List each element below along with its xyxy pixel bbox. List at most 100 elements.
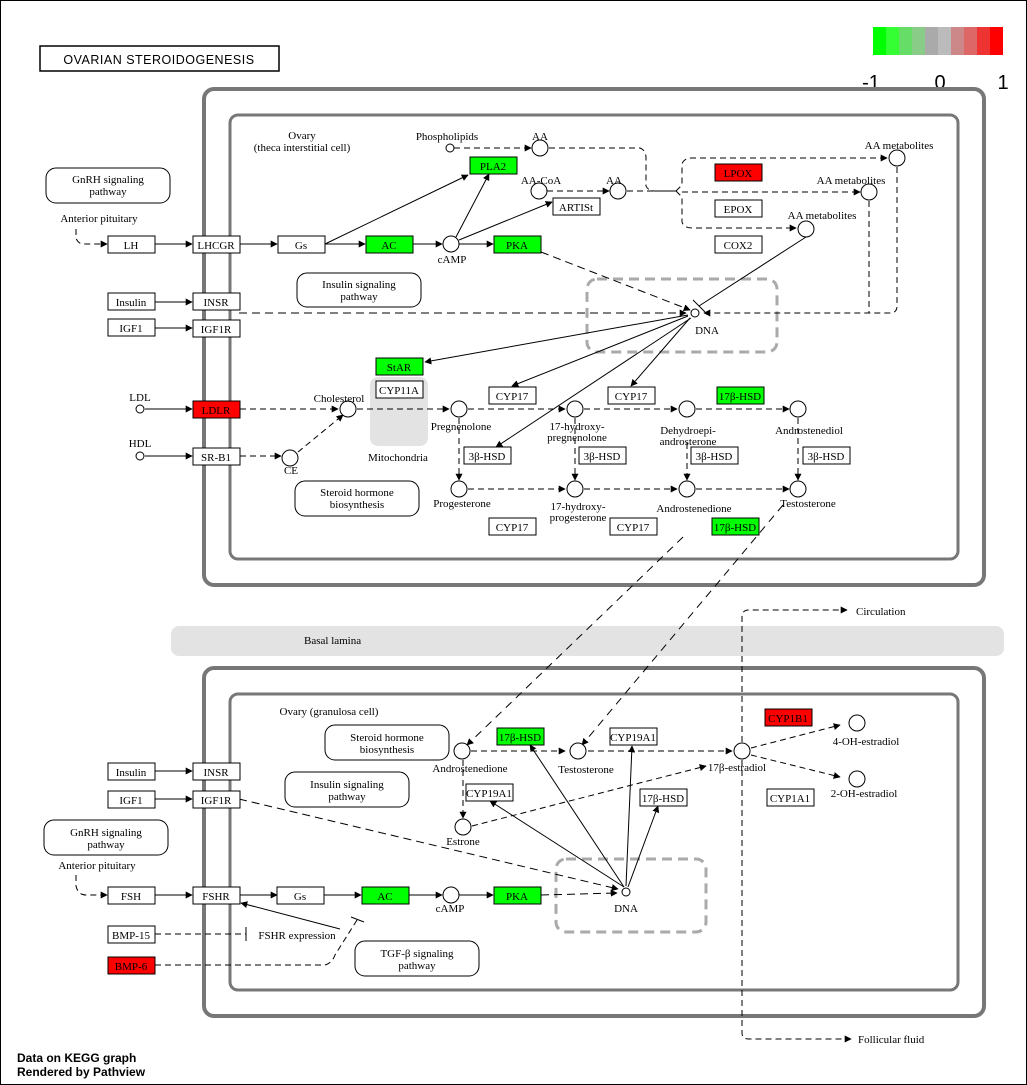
compound-node-dhea[interactable] [678, 400, 696, 418]
g-gene-box-cyp1b1[interactable] [764, 708, 813, 727]
gene-box-lpox[interactable] [714, 163, 763, 182]
g-compound-node-estradiol[interactable] [733, 742, 751, 760]
compound-node-ldl[interactable] [135, 404, 145, 414]
label-17hpreg-1: 17-hydroxy- [550, 421, 605, 433]
g-compound-node-testosterone[interactable] [569, 742, 587, 760]
compound-node-testosterone[interactable] [789, 480, 807, 498]
pathway-box-gnrh-theca[interactable] [45, 167, 171, 204]
legend-tick-mid: 0 [934, 72, 945, 94]
compound-node-camp[interactable] [442, 235, 460, 253]
g-gene-17bhsd-a: 17β-HSD [499, 732, 541, 744]
g-gene-box-fshr[interactable] [192, 886, 241, 905]
gene-box-cyp17-d[interactable] [609, 517, 658, 536]
g-gene-box-cyp19a1-b[interactable] [465, 783, 514, 802]
gene-box-cyp11a[interactable] [375, 380, 424, 399]
gene-box-igf1[interactable] [107, 318, 156, 337]
dna-node-granulosa[interactable] [621, 887, 631, 897]
gene-box-cyp17-b[interactable] [607, 386, 656, 405]
granulosa-cell-inner [228, 692, 960, 992]
gene-box-pla2[interactable] [469, 156, 518, 175]
g-gene-box-igf1r[interactable] [192, 790, 241, 809]
g-gene-box-gs[interactable] [276, 886, 325, 905]
compound-node-17hpreg[interactable] [566, 400, 584, 418]
gene-box-17bhsd-a[interactable] [716, 386, 765, 405]
gene-box-pka[interactable] [493, 235, 542, 254]
g-compound-node-androstenedione[interactable] [453, 742, 471, 760]
gene-box-3bhsd-c[interactable] [690, 446, 739, 465]
pathway-box-insulin-theca[interactable] [296, 272, 422, 308]
gene-box-star[interactable] [375, 357, 424, 376]
pathway-label-gnrh-granulosa-1: GnRH signaling [70, 827, 142, 839]
dna-node-theca[interactable] [690, 308, 700, 318]
compound-node-aa-met-3[interactable] [797, 220, 815, 238]
g-label-estradiol: 17β-estradiol [708, 762, 766, 774]
compound-node-ce[interactable] [281, 449, 299, 467]
g-compound-node-4oh[interactable] [848, 714, 866, 732]
pathway-box-insulin-granulosa[interactable] [284, 771, 410, 808]
gene-box-srb1[interactable] [192, 447, 241, 466]
gene-box-ac[interactable] [365, 235, 414, 254]
compound-node-pregnenolone[interactable] [450, 400, 468, 418]
g-gene-igf1: IGF1 [119, 795, 142, 807]
compound-node-aa-1[interactable] [531, 139, 549, 157]
gene-box-gs[interactable] [277, 235, 326, 254]
g-compound-node-2oh[interactable] [848, 770, 866, 788]
g-compound-node-camp[interactable] [442, 886, 460, 904]
g-gene-box-17bhsd-a[interactable] [496, 727, 545, 746]
gene-box-epox[interactable] [714, 199, 763, 218]
gene-box-lh[interactable] [107, 235, 156, 254]
g-gene-box-17bhsd-b[interactable] [639, 788, 688, 807]
gene-box-cox2[interactable] [714, 235, 763, 254]
gene-box-3bhsd-b[interactable] [578, 446, 627, 465]
g-gene-box-insr[interactable] [192, 762, 241, 781]
pathway-box-steroid-theca[interactable] [294, 480, 420, 517]
pathway-box-steroid-granulosa[interactable] [324, 724, 450, 761]
g-gene-box-bmp15[interactable] [107, 925, 156, 944]
compound-node-aa-met-1[interactable] [888, 149, 906, 167]
compound-node-aa-coa[interactable] [530, 182, 548, 200]
gene-box-insr[interactable] [192, 292, 241, 311]
gene-box-17bhsd-b[interactable] [711, 517, 760, 536]
compound-node-phospholipids[interactable] [445, 143, 455, 153]
compound-node-androstenediol[interactable] [789, 400, 807, 418]
gene-box-cyp17-a[interactable] [488, 386, 537, 405]
gene-box-insulin[interactable] [107, 292, 156, 311]
label-follicular-fluid: Follicular fluid [858, 1034, 925, 1046]
compound-node-17hprog[interactable] [566, 480, 584, 498]
g-label-fshr-expression: FSHR expression [258, 930, 336, 942]
pathway-label-steroid-granulosa-2: biosynthesis [360, 744, 414, 756]
gene-box-3bhsd-a[interactable] [463, 446, 512, 465]
pathway-box-gnrh-granulosa[interactable] [43, 819, 169, 856]
pathway-label-gnrh-granulosa-2: pathway [87, 839, 125, 851]
gene-3bhsd-d: 3β-HSD [808, 451, 845, 463]
compound-node-androstenedione[interactable] [678, 480, 696, 498]
legend-swatch [873, 27, 886, 55]
gene-box-3bhsd-d[interactable] [802, 446, 851, 465]
g-compound-node-estrone[interactable] [454, 818, 472, 836]
g-gene-box-bmp6[interactable] [107, 956, 156, 975]
gene-17bhsd-a: 17β-HSD [719, 391, 761, 403]
g-gene-box-ac[interactable] [361, 886, 410, 905]
g-gene-box-igf1[interactable] [107, 790, 156, 809]
g-gene-box-pka[interactable] [493, 886, 542, 905]
gene-box-ldlr[interactable] [192, 400, 241, 419]
pathway-box-tgfb[interactable] [354, 940, 480, 977]
g-gene-box-cyp1a1[interactable] [766, 788, 815, 807]
gene-box-lhcgr[interactable] [192, 235, 241, 254]
gene-cyp17-b: CYP17 [615, 391, 648, 403]
label-progesterone: Progesterone [433, 498, 491, 510]
g-gene-box-insulin[interactable] [107, 762, 156, 781]
compound-node-aa-met-2[interactable] [860, 183, 878, 201]
compound-node-aa-2[interactable] [609, 182, 627, 200]
compound-node-progesterone[interactable] [450, 480, 468, 498]
gene-box-artist[interactable] [552, 197, 601, 216]
page-title: OVARIAN STEROIDOGENESIS [63, 53, 254, 67]
compound-node-cholesterol[interactable] [339, 400, 357, 418]
pathway-label-insulin-granulosa-2: pathway [328, 791, 366, 803]
gene-box-cyp17-c[interactable] [488, 517, 537, 536]
g-gene-box-cyp19a1-a[interactable] [609, 727, 658, 746]
g-gene-box-fsh[interactable] [107, 886, 156, 905]
compound-node-hdl[interactable] [135, 451, 145, 461]
g-gene-cyp1a1: CYP1A1 [770, 793, 810, 805]
gene-box-igf1r[interactable] [192, 319, 241, 338]
